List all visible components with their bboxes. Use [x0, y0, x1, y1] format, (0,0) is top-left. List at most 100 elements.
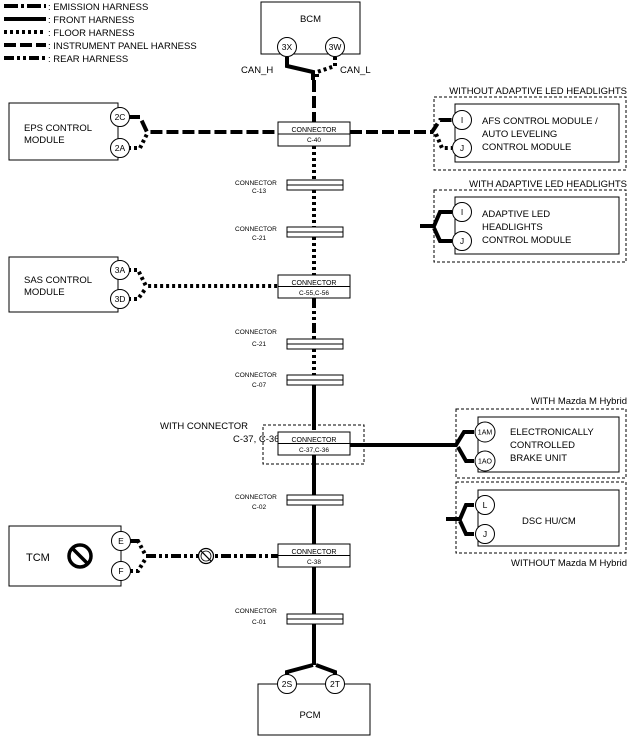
connector-c37-group-line1: WITH CONNECTOR: [160, 421, 248, 432]
pcm-pin-2s-label: 2S: [282, 679, 293, 689]
connector-c21a-label: CONNECTOR: [235, 226, 277, 233]
legend-rear-label: : REAR HARNESS: [48, 54, 128, 65]
sas-label-line1: SAS CONTROL: [24, 275, 92, 286]
ecbu-module-group: WITH Mazda M Hybrid ELECTRONICALLY CONTR…: [455, 396, 627, 479]
connector-c02: CONNECTOR C-02: [235, 494, 344, 511]
eps-label-line1: EPS CONTROL: [24, 123, 92, 134]
adaptive-pin-j: [452, 231, 472, 251]
legend-floor-label: : FLOOR HARNESS: [48, 28, 135, 39]
sas-pin-3a: [110, 260, 130, 280]
sas-3a-wire: [128, 268, 278, 288]
ecbu-pin-1am: [474, 421, 496, 443]
adaptive-label-line3: CONTROL MODULE: [482, 235, 571, 246]
connector-c07-id: C-07: [252, 382, 266, 389]
connector-c40: CONNECTOR C-40: [277, 121, 351, 147]
dsc-group-frame: [455, 481, 627, 554]
connector-c21b-label: CONNECTOR: [235, 329, 277, 336]
legend-front-label: : FRONT HARNESS: [48, 15, 134, 26]
dsc-module-group: DSC HU/CM L J WITHOUT Mazda M Hybrid: [455, 481, 627, 569]
afs-pin-j-label: J: [460, 143, 464, 153]
ecbu-box: [477, 416, 620, 473]
dsc-l-wire: [446, 503, 474, 521]
tcm-box: [8, 525, 122, 587]
connector-c38-id: C-38: [307, 559, 321, 566]
adaptive-pin-j-label: J: [460, 236, 464, 246]
ecbu-group-frame: [455, 408, 627, 479]
connector-c21b-id: C-21: [252, 341, 266, 348]
connector-c01-id: C-01: [252, 619, 266, 626]
bcm-module: BCM 3X 3W CAN_H CAN_L: [241, 1, 371, 76]
ecbu-label-line3: BRAKE UNIT: [510, 453, 567, 464]
afs-pin-i-label: I: [461, 115, 463, 125]
bcm-pin-3w-label: 3W: [329, 42, 342, 52]
dsc-label: DSC HU/CM: [522, 516, 576, 527]
connector-c37-group-line2: C-37, C-36: [233, 434, 279, 445]
sas-box: [8, 256, 119, 313]
connector-c13: CONNECTOR C-13: [235, 179, 344, 195]
harness-legend: : EMISSION HARNESS : FRONT HARNESS : FLO…: [4, 2, 197, 65]
afs-pin-j: [452, 138, 472, 158]
ecbu-label-line2: CONTROLLED: [510, 440, 575, 451]
bcm-pin-3w: [325, 37, 345, 57]
pcm-pin-2t: [325, 674, 345, 694]
dsc-box: [477, 489, 620, 547]
adaptive-group-frame: [433, 189, 627, 263]
ecbu-pin-1ao: [474, 450, 496, 472]
connector-c38-label: CONNECTOR: [292, 549, 337, 556]
connector-c13-id: C-13: [252, 188, 266, 195]
sas-pin-3d-label: 3D: [115, 294, 126, 304]
afs-label-line1: AFS CONTROL MODULE /: [482, 116, 598, 127]
pcm-module: PCM 2S 2T: [257, 674, 371, 736]
connector-c37-c36: WITH CONNECTOR C-37, C-36 CONNECTOR C-37…: [160, 421, 365, 465]
sas-label-line2: MODULE: [24, 287, 65, 298]
connector-c01: CONNECTOR C-01: [235, 608, 344, 626]
eps-pin-2c: [110, 107, 130, 127]
connector-c07: CONNECTOR C-07: [235, 372, 344, 389]
tcm-pin-f: [111, 561, 131, 581]
ecbu-group-label: WITH Mazda M Hybrid: [531, 396, 627, 407]
afs-group-label: WITHOUT ADAPTIVE LED HEADLIGHTS: [449, 86, 627, 97]
connector-c37-id: C-37,C-36: [299, 447, 329, 454]
dsc-pin-j-label: J: [483, 529, 487, 539]
connector-c01-label: CONNECTOR: [235, 608, 277, 615]
afs-control-module-group: WITHOUT ADAPTIVE LED HEADLIGHTS AFS CONT…: [433, 86, 627, 171]
ecbu-1am-wire: [350, 430, 474, 447]
pcm-label: PCM: [299, 710, 320, 721]
eps-pin-2c-label: 2C: [115, 112, 126, 122]
connector-c21-upper: CONNECTOR C-21: [235, 226, 344, 242]
adaptive-group-label: WITH ADAPTIVE LED HEADLIGHTS: [469, 179, 627, 190]
ecbu-pin-1ao-label: 1AO: [478, 459, 493, 466]
adaptive-pin-i-label: I: [461, 207, 463, 217]
dsc-j-wire: [458, 520, 474, 536]
prohibited-icon: [67, 543, 93, 569]
adaptive-label-line2: HEADLIGHTS: [482, 222, 543, 233]
connector-c55-c56: CONNECTOR C-55,C-56: [277, 274, 351, 299]
bcm-pin-3x-label: 3X: [282, 42, 293, 52]
adaptive-box: [454, 196, 620, 255]
dsc-group-label: WITHOUT Mazda M Hybrid: [511, 558, 627, 569]
bcm-pin-3x: [277, 37, 297, 57]
connector-c02-id: C-02: [252, 504, 266, 511]
line-prohibited-icon: [197, 547, 215, 565]
sas-control-module: SAS CONTROL MODULE 3A 3D: [8, 256, 130, 313]
afs-group-frame: [433, 96, 627, 171]
adaptive-i-wire: [420, 210, 452, 228]
eps-2a-wire: [128, 133, 149, 150]
eps-2c-wire: [128, 115, 278, 134]
legend-emission-label: : EMISSION HARNESS: [48, 2, 148, 13]
ecbu-label-line1: ELECTRONICALLY: [510, 427, 594, 438]
adaptive-pin-i: [452, 202, 472, 222]
tcm-pin-e-label: E: [118, 536, 124, 546]
trunk-wires: [285, 57, 337, 680]
ecbu-pin-1am-label: 1AM: [478, 430, 493, 437]
afs-label-line3: CONTROL MODULE: [482, 142, 571, 153]
dsc-pin-l-label: L: [483, 500, 488, 510]
bcm-label: BCM: [300, 14, 321, 25]
eps-pin-2a-label: 2A: [115, 143, 126, 153]
afs-pin-i: [452, 110, 472, 130]
eps-box: [8, 102, 119, 161]
connector-c07-label: CONNECTOR: [235, 372, 277, 379]
connector-c02-label: CONNECTOR: [235, 494, 277, 501]
adaptive-j-wire: [432, 227, 452, 243]
